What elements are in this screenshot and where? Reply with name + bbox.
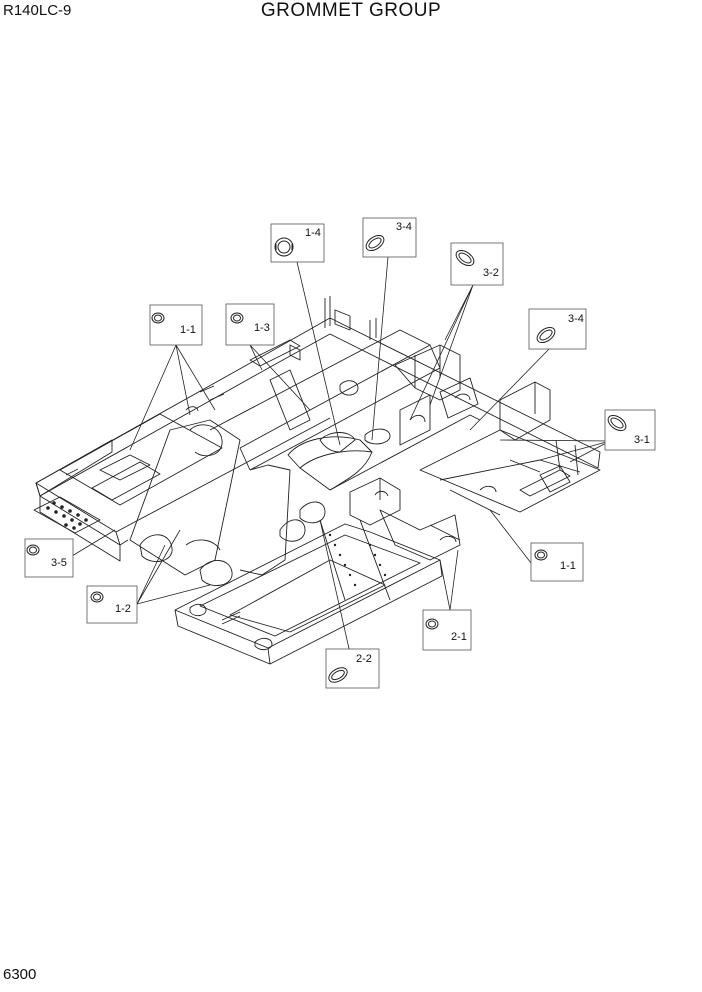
callout-3-2[interactable]: 3-2: [450, 242, 504, 286]
grommet-oval-icon: [328, 667, 348, 683]
callout-3-1[interactable]: 3-1: [604, 409, 656, 451]
callout-label: 3-1: [634, 434, 650, 446]
callout-1-4-top[interactable]: 1-4: [270, 223, 325, 263]
grommet-small-icon: [90, 591, 104, 603]
page-title: GROMMET GROUP: [260, 0, 442, 21]
callout-label: 1-1: [180, 324, 196, 336]
grommet-oval-icon: [607, 414, 627, 432]
callout-label: 3-5: [51, 557, 67, 569]
callout-3-5[interactable]: 3-5: [24, 538, 74, 578]
callout-label: 1-1: [560, 560, 576, 572]
grommet-small-icon: [534, 549, 548, 561]
grommet-small-icon: [230, 312, 244, 324]
grommet-round-icon: [274, 237, 294, 257]
callout-label: 1-4: [305, 227, 321, 239]
callout-1-2[interactable]: 1-2: [86, 585, 138, 624]
callout-label: 3-4: [568, 313, 584, 325]
grommet-small-icon: [26, 544, 40, 556]
upper-frame-drawing: [33, 296, 601, 665]
model-number: R140LC-9: [3, 2, 72, 19]
grommet-oval-icon: [365, 234, 385, 252]
callout-label: 2-1: [451, 631, 467, 643]
callout-label: 2-2: [356, 653, 372, 665]
callout-2-2[interactable]: 2-2: [325, 648, 380, 689]
grommet-small-icon: [151, 312, 165, 324]
callout-3-4-right[interactable]: 3-4: [528, 308, 587, 350]
grommet-oval-icon: [536, 326, 556, 344]
callout-label: 1-2: [115, 603, 131, 615]
callout-2-1[interactable]: 2-1: [422, 609, 472, 651]
callout-1-1-left[interactable]: 1-1: [149, 304, 203, 346]
callout-3-4-top[interactable]: 3-4: [362, 217, 417, 258]
grommet-small-icon: [425, 618, 439, 630]
callout-label: 1-3: [254, 322, 270, 334]
grommet-oval-icon: [455, 249, 475, 267]
page-number: 6300: [3, 966, 37, 983]
callout-label: 3-4: [396, 221, 412, 233]
callout-label: 3-2: [483, 267, 499, 279]
callout-1-1-right[interactable]: 1-1: [530, 542, 584, 582]
callout-1-3[interactable]: 1-3: [225, 303, 275, 346]
leader-lines: [71, 256, 611, 663]
